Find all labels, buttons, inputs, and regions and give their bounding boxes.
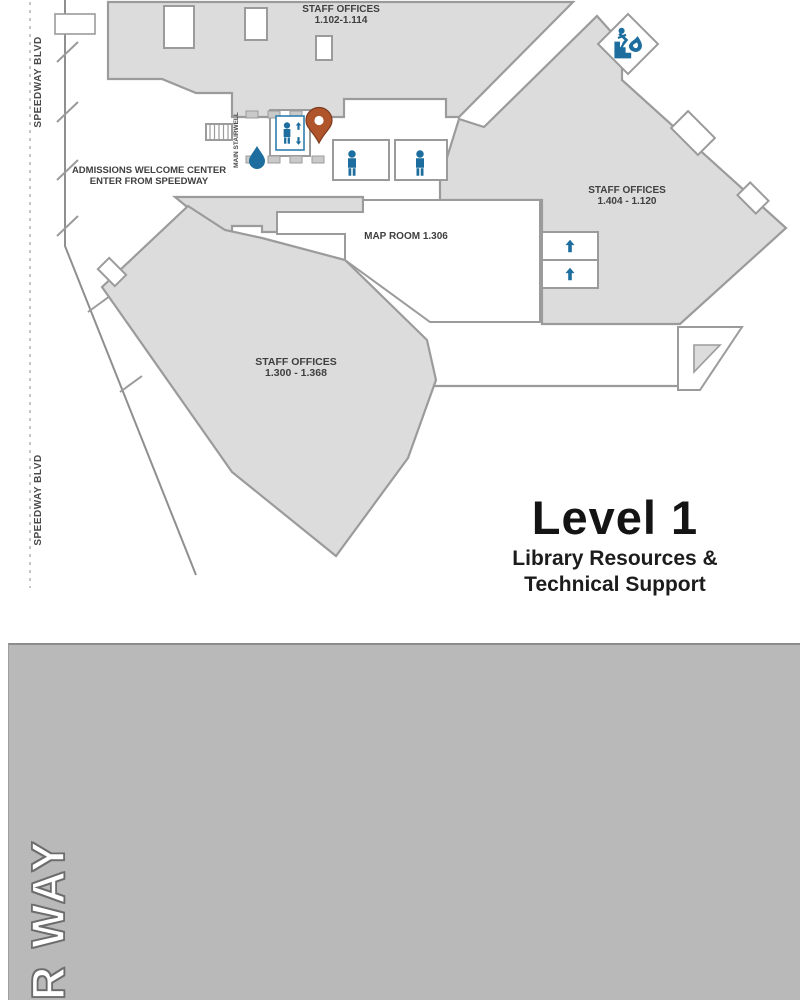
area-label-staff-offices-right: STAFF OFFICES 1.404 - 1.120 [547, 185, 707, 207]
label-line: ADMISSIONS WELCOME CENTER [71, 165, 227, 176]
main-stairwell-label-line2: STAIRWELL [233, 112, 240, 150]
road-tick-marks [56, 41, 143, 393]
legend-vertical-title: FIND YOUR WAY [21, 683, 75, 1000]
label-line: STAFF OFFICES [302, 4, 380, 15]
street-label-speedway-bottom: SPEEDWAY BLVD [33, 454, 44, 546]
stair-hatch [209, 124, 229, 140]
label-line: STAFF OFFICES [255, 356, 337, 368]
fire-stairs-room [596, 12, 660, 76]
building-masses [100, 0, 788, 558]
top-building-mass [106, 0, 576, 119]
corner-room-triangle [693, 344, 722, 374]
main-stairwell-label: MAIN STAIRWELL [233, 110, 247, 170]
lower-building-mass [100, 204, 438, 558]
label-line: ENTER FROM SPEEDWAY [89, 176, 209, 187]
label-line: 1.300 - 1.368 [265, 367, 327, 379]
level-subtitle-line1: Library Resources & [512, 547, 718, 570]
speedway-road [29, 0, 197, 588]
label-line: STAFF OFFICES [588, 185, 666, 196]
road-structure [54, 13, 96, 35]
area-label-admissions: ADMISSIONS WELCOME CENTER ENTER FROM SPE… [59, 165, 239, 187]
label-line: 1.102-1.114 [314, 15, 368, 26]
elevator-room-1 [541, 231, 599, 261]
you-are-here-pin [305, 106, 333, 145]
corner-room [677, 326, 744, 391]
level-subtitle: Library Resources & Technical Support [475, 546, 755, 598]
level-subtitle-line2: Technical Support [524, 573, 706, 596]
water-drop-icon [249, 146, 265, 169]
level-title: Level 1 [531, 491, 699, 544]
street-label-speedway-top: SPEEDWAY BLVD [33, 36, 44, 128]
area-label-staff-offices-lower: STAFF OFFICES 1.300 - 1.368 [216, 357, 376, 379]
area-label-staff-offices-top: STAFF OFFICES 1.102-1.114 [261, 4, 421, 26]
label-line: 1.404 - 1.120 [597, 196, 657, 207]
area-label-map-room: MAP ROOM 1.306 [326, 231, 486, 242]
restroom-room-1 [332, 139, 390, 181]
elevator-room-2 [541, 259, 599, 289]
legend-panel: FIND YOUR WAY you are here water fountai… [8, 643, 800, 1000]
label-line: MAP ROOM 1.306 [364, 231, 448, 242]
interior-rooms [96, 5, 770, 391]
map-room-area [276, 199, 541, 323]
floor-plan-svg [29, 0, 788, 588]
